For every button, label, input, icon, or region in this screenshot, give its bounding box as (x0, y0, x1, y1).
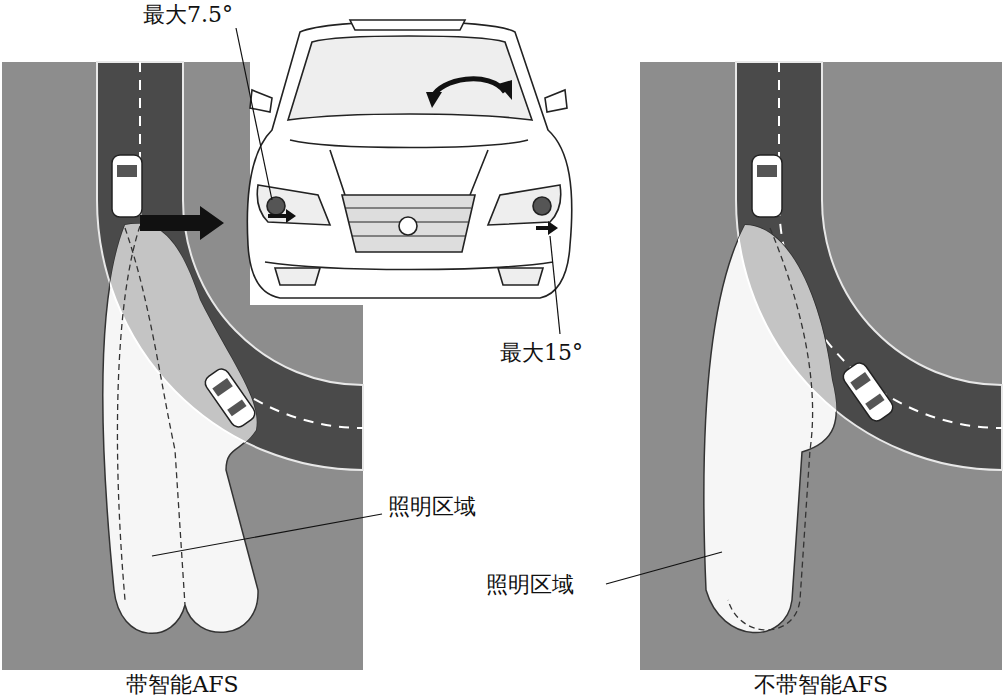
beam-lobe (125, 228, 185, 605)
car-front (247, 20, 571, 298)
car-body (247, 22, 571, 299)
panel: 带智能AFS (0, 62, 365, 698)
callout-label: 照明区域 (486, 572, 574, 598)
leader-line (236, 28, 272, 200)
headlight-lens (533, 197, 551, 215)
headlight (488, 185, 561, 225)
callout-label: 最大7.5° (143, 2, 233, 28)
headlight-arrow (268, 209, 296, 223)
headlight-lens (267, 197, 285, 215)
own-car (112, 155, 142, 217)
oncoming-car (202, 366, 258, 430)
beam-lobe (728, 228, 813, 630)
windshield (288, 36, 532, 120)
panel-caption: 带智能AFS (0, 672, 365, 698)
hood-line (330, 150, 488, 195)
panel: 不带智能AFS (638, 62, 1004, 698)
panel-caption: 不带智能AFS (638, 672, 1004, 698)
own-car (752, 155, 782, 217)
fog-lamp (498, 268, 543, 285)
oncoming-car (840, 360, 896, 424)
mirror (545, 90, 567, 112)
own-car-window (757, 165, 777, 177)
roof-bar (350, 20, 465, 30)
beam-lobe (117, 226, 140, 600)
own-car-window (117, 165, 137, 177)
grille (342, 195, 475, 252)
panel-ground (640, 62, 1002, 670)
grille-bars (346, 208, 471, 236)
headlight-arrow (536, 221, 558, 235)
beam-on-road (736, 62, 1002, 470)
fog-lamp (275, 268, 320, 285)
steering-arrow-head (498, 80, 512, 100)
callout-label: 最大15° (500, 340, 583, 366)
headlight (257, 185, 330, 225)
leader-line (550, 236, 560, 334)
steering-arrow (432, 79, 505, 98)
steering-arrow-head (426, 92, 442, 108)
swivel-arrow (140, 206, 224, 240)
leader-line (152, 514, 382, 556)
hood-line (290, 140, 528, 148)
emblem (399, 217, 417, 235)
leader-line (606, 552, 722, 584)
callout-label: 照明区域 (388, 494, 476, 520)
